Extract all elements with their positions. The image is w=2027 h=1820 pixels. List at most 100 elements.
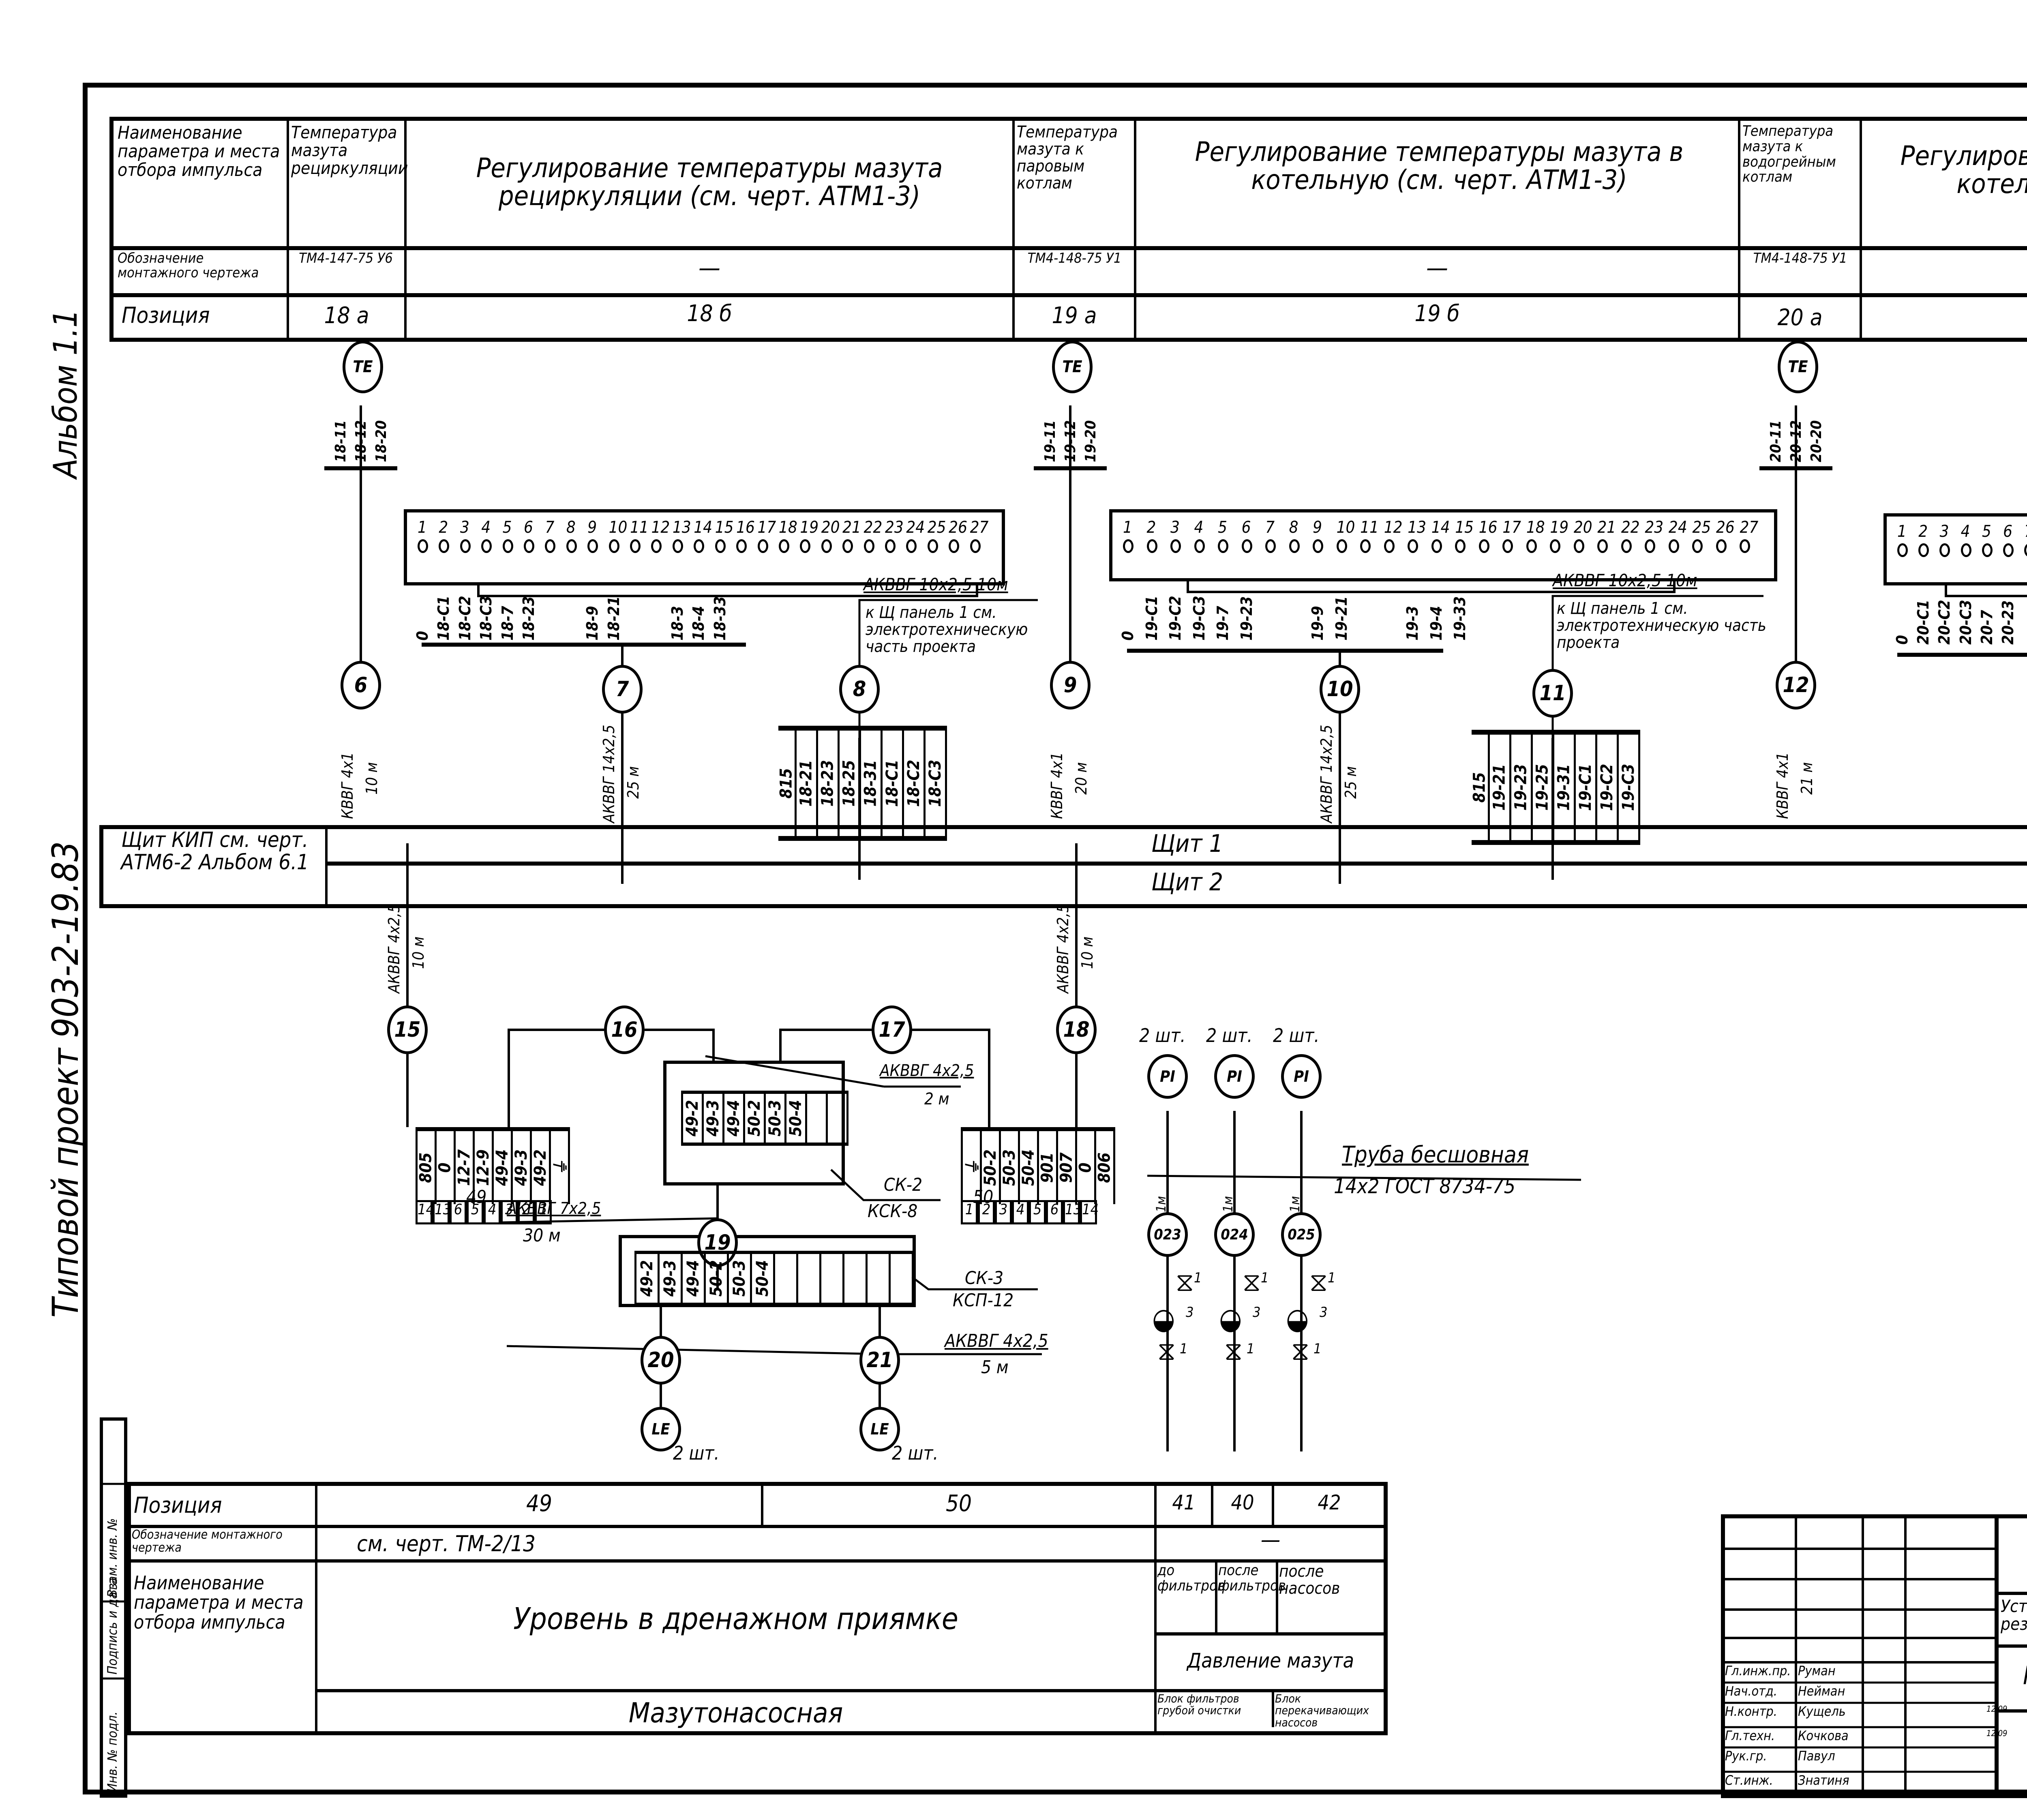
sensor-wire-label: 19-12 — [1062, 420, 1079, 462]
terminal-number: 21 — [1597, 518, 1616, 537]
terminal-contact[interactable] — [1478, 539, 1489, 553]
terminal-contact[interactable] — [1431, 539, 1442, 553]
terminal-contact[interactable] — [1982, 543, 1993, 557]
terminal-contact[interactable] — [460, 539, 471, 553]
terminal-contact[interactable] — [2003, 543, 2014, 557]
terminal-contact[interactable] — [1336, 539, 1347, 553]
cable-marker[interactable]: 12 — [1776, 661, 1816, 710]
terminal-contact[interactable] — [885, 539, 896, 553]
terminal-contact[interactable] — [1939, 543, 1950, 557]
terminal-contact[interactable] — [1146, 539, 1157, 553]
cable-marker[interactable]: 16 — [604, 1005, 645, 1054]
terminal-contact[interactable] — [970, 539, 981, 553]
terminal-contact[interactable] — [1668, 539, 1679, 553]
terminal-contact[interactable] — [927, 539, 938, 553]
cable-marker[interactable]: 9 — [1050, 661, 1091, 710]
terminal-contact[interactable] — [1621, 539, 1632, 553]
terminal-contact[interactable] — [1194, 539, 1205, 553]
terminal-contact[interactable] — [502, 539, 513, 553]
terminal-contact[interactable] — [630, 539, 641, 553]
terminal-contact[interactable] — [821, 539, 832, 553]
bt-designation-right: — — [1260, 1527, 1281, 1552]
terminal-contact[interactable] — [524, 539, 535, 553]
panel-row-2[interactable]: Щит 2 — [1151, 868, 1223, 896]
valve-icon[interactable]: ⧖ — [1176, 1267, 1194, 1297]
terminal-contact[interactable] — [1692, 539, 1703, 553]
terminal-contact[interactable] — [566, 539, 577, 553]
gauge-qty: 2 шт. — [1273, 1025, 1320, 1046]
ck-cell: 49-2 — [634, 1254, 658, 1303]
valve-icon[interactable]: ⧖ — [1309, 1267, 1328, 1297]
terminal-contact[interactable] — [1740, 539, 1751, 553]
box-wire-cell: 901 — [1037, 1131, 1057, 1204]
terminal-contact[interactable] — [1408, 539, 1418, 553]
terminal-contact[interactable] — [864, 539, 874, 553]
terminal-number: 18 — [778, 518, 797, 537]
terminal-contact[interactable] — [1645, 539, 1656, 553]
cable-marker[interactable]: 18 — [1056, 1005, 1097, 1054]
terminal-contact[interactable] — [1597, 539, 1608, 553]
strip-cell: 815 — [777, 731, 796, 836]
panel-row-1[interactable]: Щит 1 — [1151, 830, 1223, 858]
terminal-contact[interactable] — [1455, 539, 1466, 553]
cable-marker[interactable]: 21 — [859, 1336, 900, 1385]
terminal-contact[interactable] — [694, 539, 705, 553]
cable-11-spec: АКВВГ 10х2,5 10м — [1553, 570, 1697, 590]
valve-icon[interactable]: ⧖ — [1243, 1267, 1261, 1297]
cable-marker[interactable]: 7 — [602, 665, 643, 714]
terminal-contact[interactable] — [1550, 539, 1561, 553]
terminal-contact[interactable] — [1218, 539, 1229, 553]
terminal-contact[interactable] — [1502, 539, 1513, 553]
terminal-number: 9 — [1313, 518, 1322, 537]
cable-marker[interactable]: 17 — [872, 1005, 912, 1054]
cable-marker[interactable]: 20 — [641, 1336, 681, 1385]
terminal-contact[interactable] — [1170, 539, 1181, 553]
terminal-contact[interactable] — [736, 539, 747, 553]
terminal-contact[interactable] — [1918, 543, 1929, 557]
terminal-contact[interactable] — [906, 539, 917, 553]
terminal-contact[interactable] — [1241, 539, 1252, 553]
cable-marker[interactable]: 6 — [341, 661, 381, 710]
terminal-contact[interactable] — [1313, 539, 1324, 553]
signature-role: Рук.гр. — [1725, 1748, 1767, 1764]
terminal-contact[interactable] — [757, 539, 768, 553]
terminal-contact[interactable] — [778, 539, 789, 553]
terminal-contact[interactable] — [651, 539, 662, 553]
cable-marker[interactable]: 8 — [839, 665, 880, 714]
terminal-contact[interactable] — [800, 539, 811, 553]
terminal-contact[interactable] — [2024, 543, 2027, 557]
terminal-contact[interactable] — [439, 539, 450, 553]
terminal-contact[interactable] — [1526, 539, 1537, 553]
terminal-contact[interactable] — [1716, 539, 1727, 553]
terminal-contact[interactable] — [418, 539, 428, 553]
bt-location-sub-1: Блок фильтров грубой очистки — [1157, 1692, 1241, 1717]
terminal-contact[interactable] — [545, 539, 556, 553]
strip-cell-label: 19-С3 — [1619, 763, 1638, 811]
cable-marker[interactable]: 15 — [387, 1005, 428, 1054]
valve-number: 1 — [1180, 1341, 1188, 1357]
valve-icon[interactable]: ⧖ — [1157, 1336, 1176, 1366]
cable-marker[interactable]: 11 — [1532, 669, 1573, 718]
bt-param-sub-3: после насосов — [1279, 1562, 1340, 1598]
ck-cell — [805, 1094, 826, 1143]
terminal-contact[interactable] — [609, 539, 619, 553]
terminal-contact[interactable] — [1384, 539, 1395, 553]
terminal-contact[interactable] — [1123, 539, 1133, 553]
terminal-contact[interactable] — [949, 539, 960, 553]
cable-marker[interactable]: 10 — [1320, 665, 1360, 714]
terminal-contact[interactable] — [1265, 539, 1276, 553]
terminal-contact[interactable] — [481, 539, 492, 553]
valve-icon[interactable]: ⧖ — [1291, 1336, 1309, 1366]
terminal-contact[interactable] — [715, 539, 726, 553]
terminal-contact[interactable] — [1961, 543, 1971, 557]
terminal-contact[interactable] — [1897, 543, 1908, 557]
terminal-contact[interactable] — [1573, 539, 1584, 553]
valve-icon[interactable]: ⧖ — [1224, 1336, 1243, 1366]
strip-cell: 18-С1 — [881, 731, 902, 836]
terminal-contact[interactable] — [842, 539, 853, 553]
terminal-contact[interactable] — [587, 539, 598, 553]
terminal-contact[interactable] — [672, 539, 683, 553]
terminal-number: 6 — [524, 518, 533, 537]
terminal-contact[interactable] — [1289, 539, 1300, 553]
terminal-contact[interactable] — [1360, 539, 1371, 553]
